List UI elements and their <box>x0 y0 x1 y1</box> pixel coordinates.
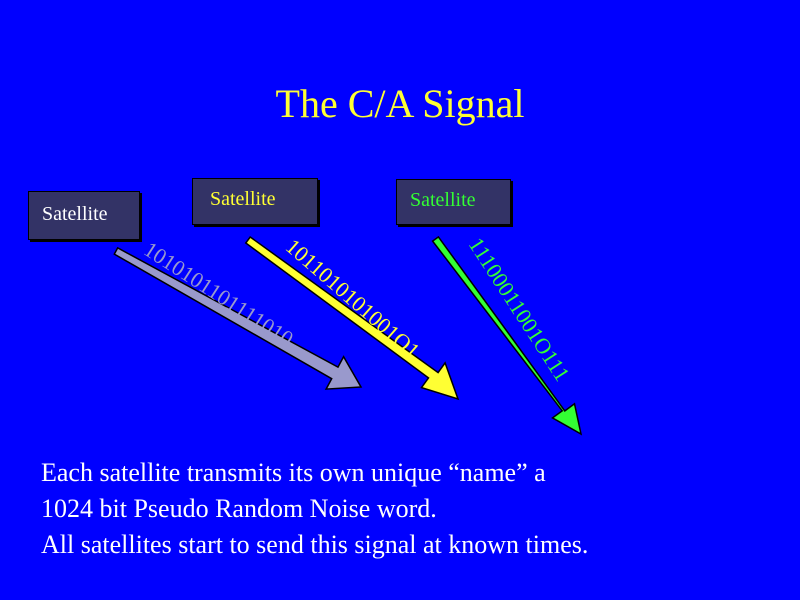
signal-arrow-3 <box>431 235 583 436</box>
signal-arrow-1 <box>113 246 363 390</box>
body-text: Each satellite transmits its own unique … <box>41 455 781 563</box>
satellite-label-3: Satellite <box>410 189 476 211</box>
body-line-3: All satellites start to send this signal… <box>41 530 589 559</box>
satellite-label-2: Satellite <box>210 188 276 210</box>
satellite-box-2: Satellite <box>192 178 318 225</box>
satellite-label-1: Satellite <box>42 203 108 225</box>
satellite-box-1: Satellite <box>28 191 140 240</box>
satellite-box-3: Satellite <box>396 179 511 225</box>
signal-arrow-2 <box>244 235 460 401</box>
body-line-1: Each satellite transmits its own unique … <box>41 458 546 487</box>
slide-title: The C/A Signal <box>275 81 525 126</box>
body-line-2: 1024 bit Pseudo Random Noise word. <box>41 494 437 523</box>
